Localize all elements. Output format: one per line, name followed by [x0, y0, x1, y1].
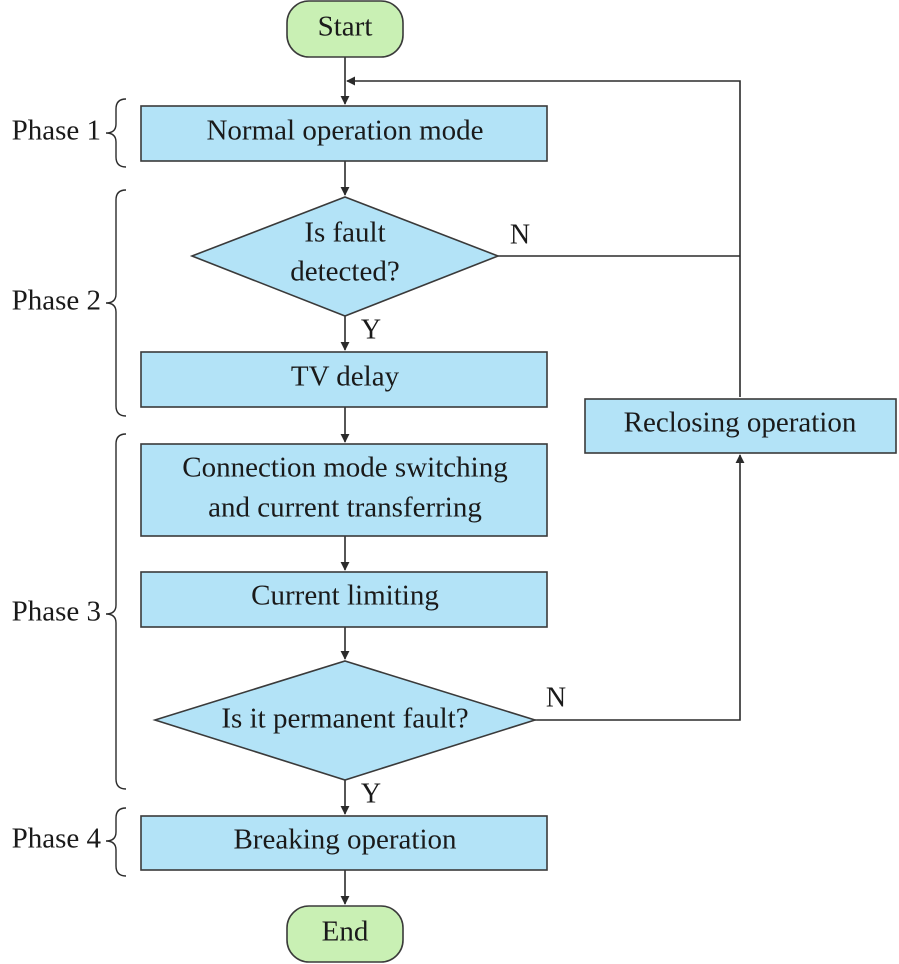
permanent-fault-label: Is it permanent fault?: [221, 703, 468, 735]
normal-operation-box: Normal operation mode: [140, 105, 548, 162]
phase-3-label: Phase 3: [12, 596, 101, 628]
phase-3-brace: [105, 433, 127, 790]
switching-box: Connection mode switching and current tr…: [140, 443, 548, 537]
tv-delay-box: TV delay: [140, 351, 548, 408]
arrow-reclosing-to-normal: [346, 76, 741, 397]
start-node: Start: [286, 0, 404, 58]
yes-label-permanent-check: Y: [361, 778, 381, 809]
tv-delay-label: TV delay: [291, 361, 400, 393]
phase-2-brace: [105, 189, 127, 417]
yes-label-fault-check: Y: [361, 314, 381, 345]
reclosing-label: Reclosing operation: [624, 407, 857, 439]
phase-4-label: Phase 4: [12, 823, 102, 855]
end-label: End: [322, 916, 369, 948]
normal-operation-label: Normal operation mode: [206, 115, 483, 147]
fault-detected-label-line2: detected?: [290, 256, 399, 288]
breaking-box: Breaking operation: [140, 815, 548, 871]
breaking-label: Breaking operation: [233, 824, 457, 856]
permanent-fault-decision: Is it permanent fault?: [152, 660, 538, 781]
no-label-permanent-check: N: [546, 682, 566, 713]
reclosing-box: Reclosing operation: [584, 398, 897, 454]
no-label-fault-check: N: [510, 219, 530, 250]
current-limiting-label: Current limiting: [251, 580, 439, 612]
phase-1-label: Phase 1: [12, 115, 101, 147]
fault-detected-label-line1: Is fault: [304, 217, 385, 249]
switching-label-line1: Connection mode switching: [182, 452, 507, 484]
phase-1-brace: [105, 98, 127, 168]
switching-label-line2: and current transferring: [208, 492, 482, 524]
phase-2-label: Phase 2: [12, 285, 101, 317]
current-limiting-box: Current limiting: [140, 571, 548, 628]
phase-4-brace: [105, 807, 127, 877]
end-node: End: [286, 905, 404, 963]
arrow-permanent-no-to-reclosing: [535, 454, 745, 721]
fault-detected-decision: Is fault detected?: [189, 196, 501, 317]
start-label: Start: [318, 11, 373, 43]
